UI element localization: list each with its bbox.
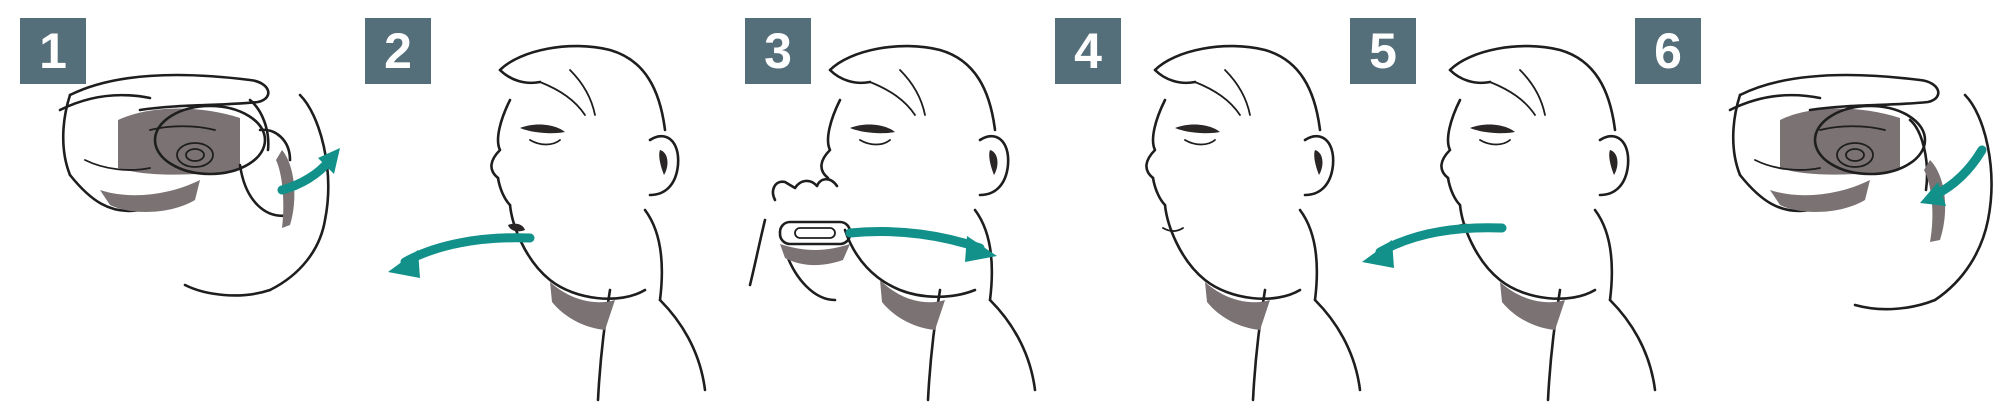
breathe-out-illustration xyxy=(1362,44,1657,402)
close-arrow xyxy=(1920,145,1987,206)
step-number: 6 xyxy=(1654,23,1682,79)
step-6: 6 xyxy=(1630,0,2000,411)
step-badge: 5 xyxy=(1350,18,1416,84)
exhale-arrow xyxy=(1362,223,1507,268)
step-1: 1 xyxy=(0,0,340,411)
step-badge: 4 xyxy=(1055,18,1121,84)
step-2: 2 xyxy=(360,0,710,411)
step-number: 1 xyxy=(39,23,67,79)
exhale-arrow xyxy=(388,233,535,278)
open-arrow xyxy=(277,148,340,195)
step-5: 5 xyxy=(1350,0,1690,411)
hands-opening-inhaler-illustration xyxy=(58,73,340,297)
step-4: 4 xyxy=(1055,0,1385,411)
breathe-out-illustration xyxy=(388,44,707,402)
inhale-through-inhaler-illustration xyxy=(748,44,1037,402)
hands-closing-inhaler-illustration xyxy=(1728,73,1993,311)
step-badge: 2 xyxy=(365,18,431,84)
step-badge: 6 xyxy=(1635,18,1701,84)
step-number: 2 xyxy=(384,23,412,79)
step-number: 5 xyxy=(1369,23,1397,79)
step-badge: 3 xyxy=(745,18,811,84)
inhale-arrow xyxy=(845,227,997,262)
step-badge: 1 xyxy=(20,18,86,84)
hold-breath-illustration xyxy=(1145,44,1362,402)
step-3: 3 xyxy=(725,0,1070,411)
step-number: 4 xyxy=(1074,23,1102,79)
step-number: 3 xyxy=(764,23,792,79)
